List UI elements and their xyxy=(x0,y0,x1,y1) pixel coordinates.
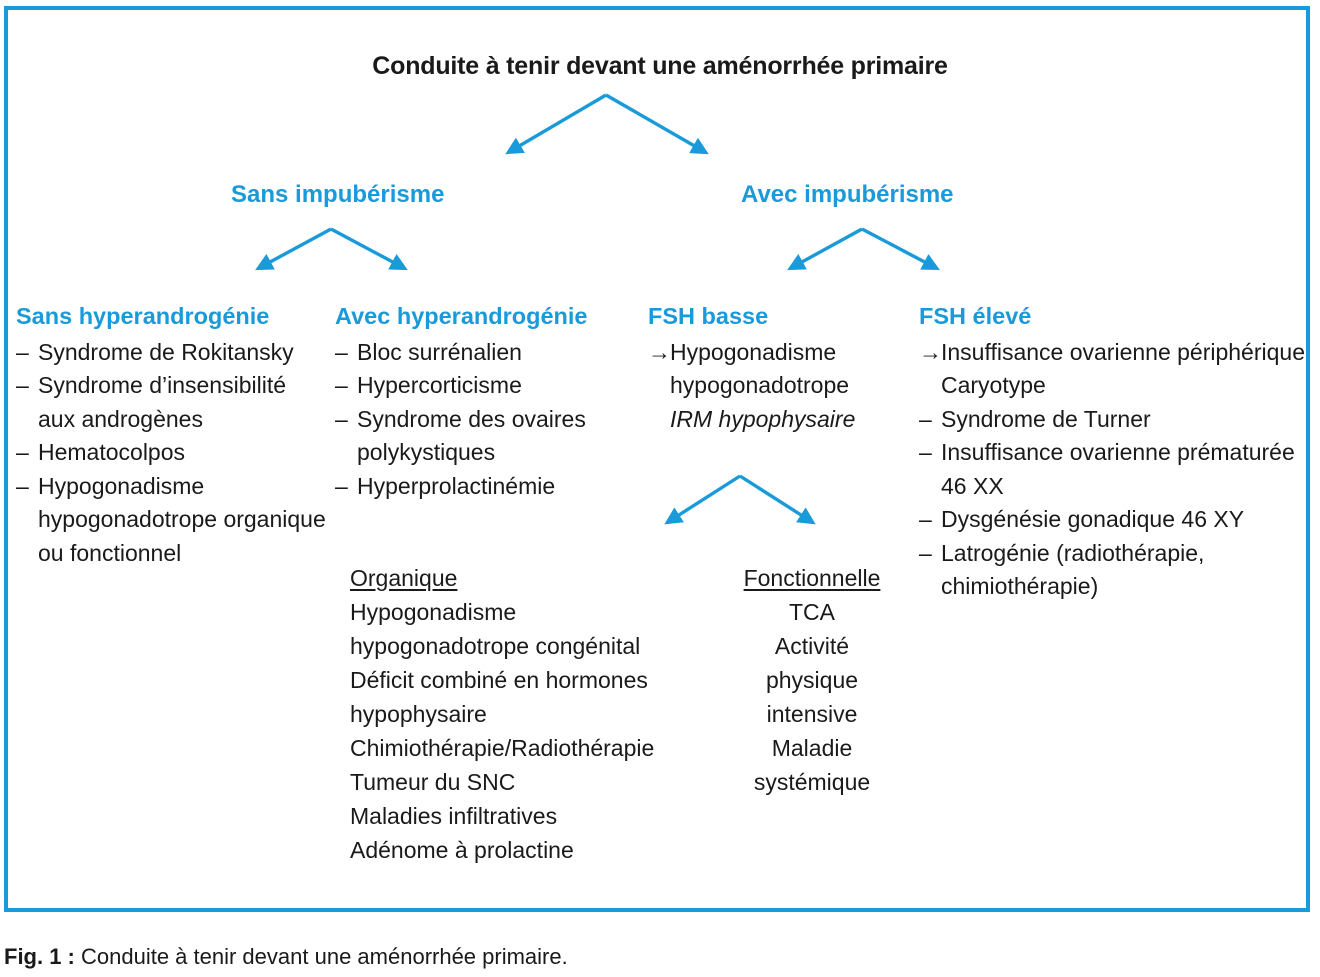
list-item-label: Syndrome d’insensibilité aux androgènes xyxy=(38,372,287,432)
list-item: – Syndrome de Turner xyxy=(919,403,1309,437)
list-item-label: Syndrome de Turner xyxy=(941,405,1151,432)
list-item-label: Hematocolpos xyxy=(38,439,186,465)
list-item-label: Latrogénie (radiothérapie, chimiothérapi… xyxy=(941,539,1205,600)
list-item: – Insuffisance ovarienne prématurée 46 X… xyxy=(919,436,1309,503)
list-item: – Syndrome d’insensibilité aux androgène… xyxy=(16,369,326,436)
column-heading: Sans hyperandrogénie xyxy=(16,303,270,329)
list-item-label: Hypercorticisme xyxy=(357,372,522,398)
dash-marker: – xyxy=(335,372,348,398)
subbranch-line: intensive xyxy=(766,701,858,727)
subbranch-line: Activité xyxy=(774,633,850,659)
list-item: – Bloc surrénalien xyxy=(335,336,645,370)
list-item: – Hypercorticisme xyxy=(335,369,645,403)
figure-caption: Fig. 1 : Conduite à tenir devant une amé… xyxy=(4,944,568,970)
list-item-label: Hypogonadisme hypogonadotrope organique … xyxy=(38,472,326,566)
subbranch-line: Chimiothérapie/Radiothérapie xyxy=(350,735,655,761)
subbranch-line: systémique xyxy=(753,769,871,795)
caryotype-line: Caryotype xyxy=(941,372,1046,398)
column-list: → Insuffisance ovarienne périphérique xyxy=(919,336,1309,370)
dash-marker: – xyxy=(16,439,29,465)
dash-marker: – xyxy=(16,372,29,398)
subbranch-line: hypophysaire xyxy=(350,701,487,727)
list-item: – Syndrome de Rokitansky xyxy=(16,336,326,370)
arrow-right-icon: → xyxy=(648,338,671,365)
diagram-frame xyxy=(4,6,1310,912)
list-item-label: Hypogonadisme hypogonadotrope xyxy=(670,338,850,399)
list-item-label: Insuffisance ovarienne périphérique xyxy=(941,338,1305,365)
column-avec-hyperandrogenie: Avec hyperandrogénie – Bloc surrénalien … xyxy=(335,300,645,503)
column-sans-hyperandrogenie: Sans hyperandrogénie – Syndrome de Rokit… xyxy=(16,300,326,570)
subbranch-line: Maladies infiltratives xyxy=(350,803,558,829)
subbranch-line: Maladie xyxy=(771,735,853,761)
subbranch-heading: Organique xyxy=(350,565,458,591)
column-list: – Bloc surrénalien – Hypercorticisme – S… xyxy=(335,336,645,504)
column-heading: FSH basse xyxy=(648,303,769,329)
figure-caption-label: Fig. 1 : xyxy=(4,944,75,969)
dash-marker: – xyxy=(16,338,29,365)
dash-marker: – xyxy=(919,405,932,432)
list-item-label: Syndrome des ovaires polykystiques xyxy=(357,405,586,466)
list-item-label: Insuffisance ovarienne prématurée 46 XX xyxy=(941,439,1295,499)
list-item: – Hyperprolactinémie xyxy=(335,470,645,504)
dash-marker: – xyxy=(335,472,348,499)
list-item-label: Hyperprolactinémie xyxy=(357,472,556,499)
list-item-label: Dysgénésie gonadique 46 XY xyxy=(941,506,1245,532)
subbranch-line: Hypogonadisme xyxy=(350,599,517,625)
subbranch-line: hypogonadotrope congénital xyxy=(350,633,641,659)
dash-marker: – xyxy=(335,338,348,365)
list-item-label: Bloc surrénalien xyxy=(357,338,522,365)
list-item: → Hypogonadisme hypogonadotrope xyxy=(648,336,916,403)
dash-marker: – xyxy=(919,506,932,532)
dash-marker: – xyxy=(335,405,348,432)
arrow-right-icon: → xyxy=(919,338,942,365)
subbranch-organique: Organique Hypogonadisme hypogonadotrope … xyxy=(350,561,725,867)
dash-marker: – xyxy=(16,472,29,499)
list-item: → Insuffisance ovarienne périphérique xyxy=(919,336,1309,370)
dash-marker: – xyxy=(919,439,932,465)
subbranch-line: Tumeur du SNC xyxy=(350,769,516,795)
list-item: – Latrogénie (radiothérapie, chimiothéra… xyxy=(919,537,1309,604)
column-heading: FSH élevé xyxy=(919,303,1032,329)
subbranch-line: TCA xyxy=(789,599,835,625)
column-heading: Avec hyperandrogénie xyxy=(335,303,588,329)
subbranch-line: physique xyxy=(765,667,859,693)
column-list: – Syndrome de Rokitansky – Syndrome d’in… xyxy=(16,336,326,571)
figure-caption-text: Conduite à tenir devant une aménorrhée p… xyxy=(74,944,568,969)
subbranch-line: Déficit combiné en hormones xyxy=(350,667,648,693)
column-fsh-eleve: FSH élevé → Insuffisance ovarienne périp… xyxy=(919,300,1309,604)
diagram-title: Conduite à tenir devant une aménorrhée p… xyxy=(372,52,948,80)
subbranch-fonctionnelle: Fonctionnelle TCA Activité physique inte… xyxy=(730,561,894,799)
branch-label-sans-impuberisme: Sans impubérisme xyxy=(231,181,445,208)
exam-note: IRM hypophysaire xyxy=(670,405,856,432)
list-item-label: Syndrome de Rokitansky xyxy=(38,338,294,365)
column-list-secondary: – Syndrome de Turner – Insuffisance ovar… xyxy=(919,403,1309,604)
subbranch-line: Adénome à prolactine xyxy=(350,837,574,863)
dash-marker: – xyxy=(919,539,932,566)
column-list: → Hypogonadisme hypogonadotrope xyxy=(648,336,916,403)
list-item: – Hematocolpos xyxy=(16,436,326,470)
subbranch-heading: Fonctionnelle xyxy=(743,565,881,591)
list-item: – Dysgénésie gonadique 46 XY xyxy=(919,503,1309,537)
column-fsh-basse: FSH basse → Hypogonadisme hypogonadotrop… xyxy=(648,300,916,436)
list-item: – Syndrome des ovaires polykystiques xyxy=(335,403,645,470)
branch-label-avec-impuberisme: Avec impubérisme xyxy=(741,181,954,208)
list-item: – Hypogonadisme hypogonadotrope organiqu… xyxy=(16,470,326,571)
